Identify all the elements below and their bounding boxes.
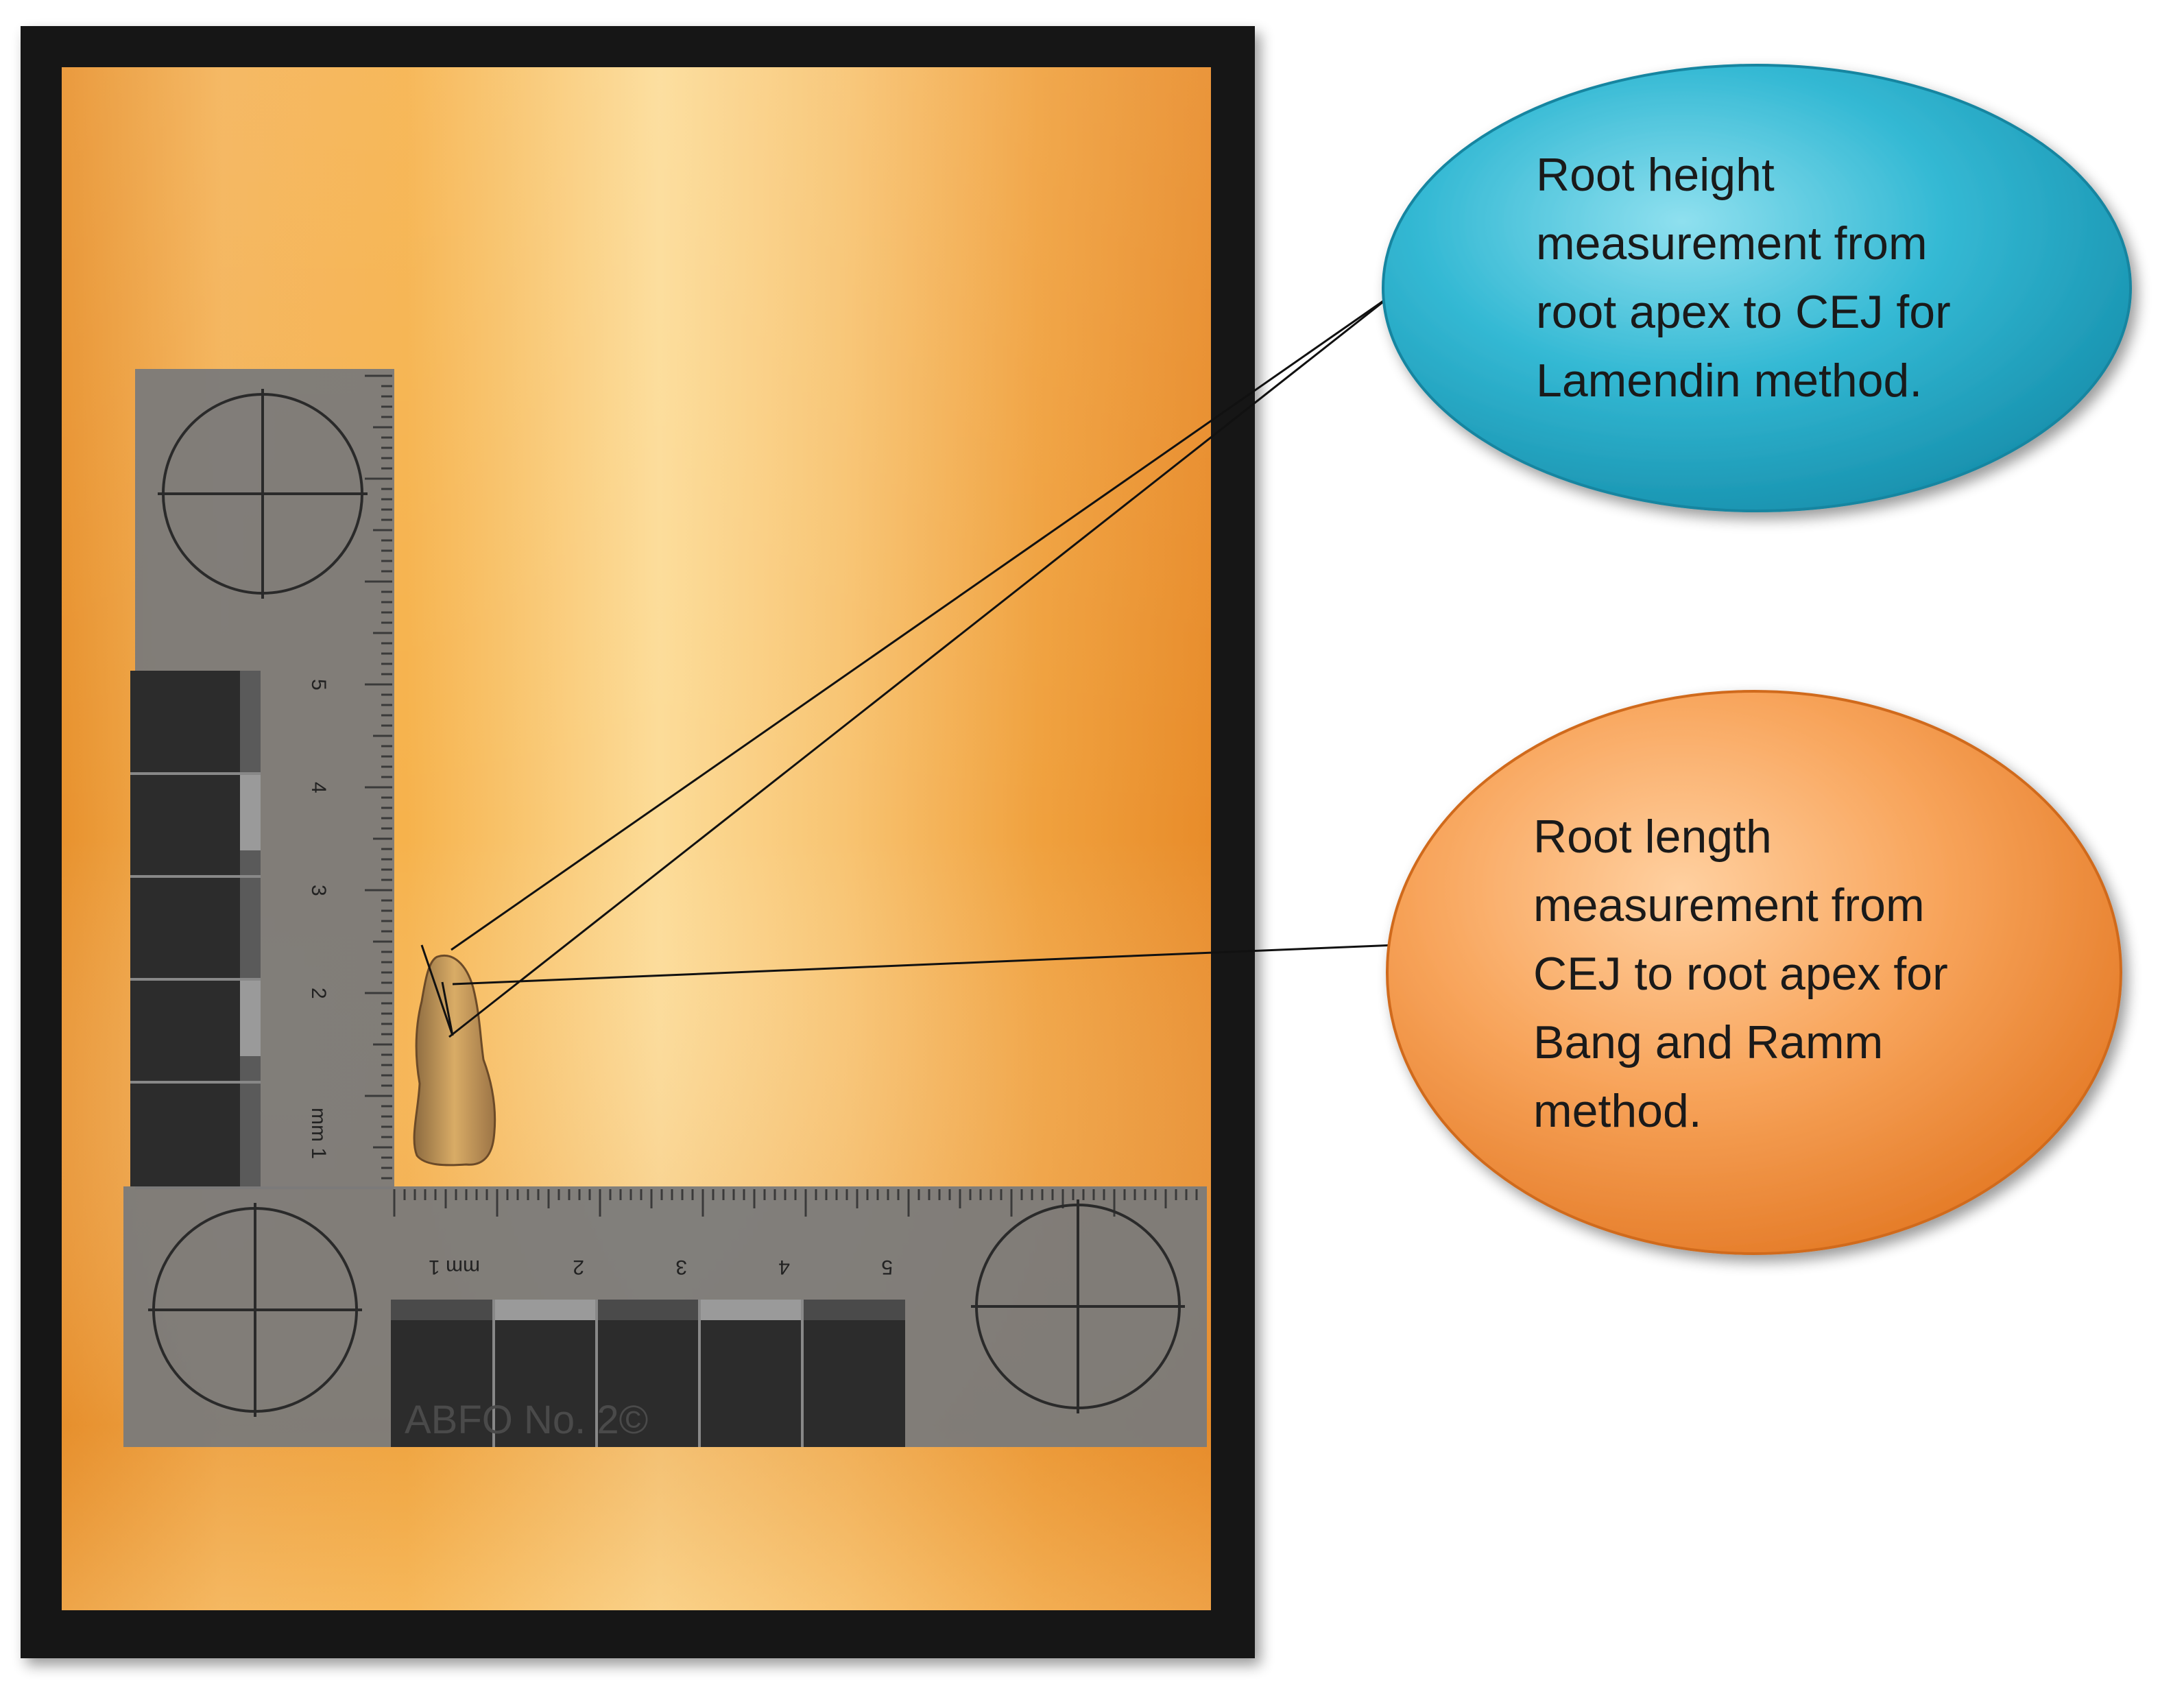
callout-line: CEJ to root apex for: [1533, 948, 1948, 1000]
horizontal-tick-label: 5: [881, 1256, 893, 1278]
vertical-tick-label: 2: [307, 988, 330, 999]
tooth: [413, 955, 496, 1167]
horizontal-tick-label: mm 1: [429, 1256, 480, 1278]
horizontal-tick-label: 2: [573, 1256, 584, 1278]
crosshair-target-icon: [148, 1203, 362, 1417]
callout-line: measurement from: [1533, 879, 1925, 931]
root-length-callout: [1386, 690, 2122, 1255]
callout-line: Lamendin method.: [1536, 355, 1923, 407]
abfo-scale: mm 1 2 3 4 5 mm 1 2 3 4 5: [123, 369, 1207, 1447]
crosshair-target-icon: [971, 1199, 1185, 1413]
callout-line: root apex to CEJ for: [1536, 286, 1951, 338]
root-height-callout: [1382, 64, 2132, 512]
callout-line: Root height: [1536, 149, 1775, 201]
vertical-tick-label: 4: [307, 782, 330, 793]
callout-line: measurement from: [1536, 217, 1928, 270]
horizontal-tick-label: 3: [675, 1256, 687, 1278]
callout-line: Bang and Ramm: [1533, 1016, 1884, 1068]
callout-line: Root length: [1533, 811, 1772, 863]
horizontal-tick-label: 4: [778, 1256, 790, 1278]
vertical-tick-label: 5: [307, 679, 330, 691]
callout-line: method.: [1533, 1085, 1702, 1137]
vertical-tick-label: mm 1: [307, 1108, 330, 1159]
crosshair-target-icon: [158, 389, 368, 599]
scale-brand-text: ABFO No. 2©: [405, 1398, 648, 1442]
root-length-callout-text: Root length measurement from CEJ to root…: [1533, 802, 1948, 1145]
measurement-lines: [420, 294, 1396, 1038]
vertical-tick-label: 3: [307, 885, 330, 896]
root-height-callout-text: Root height measurement from root apex t…: [1536, 141, 1951, 415]
